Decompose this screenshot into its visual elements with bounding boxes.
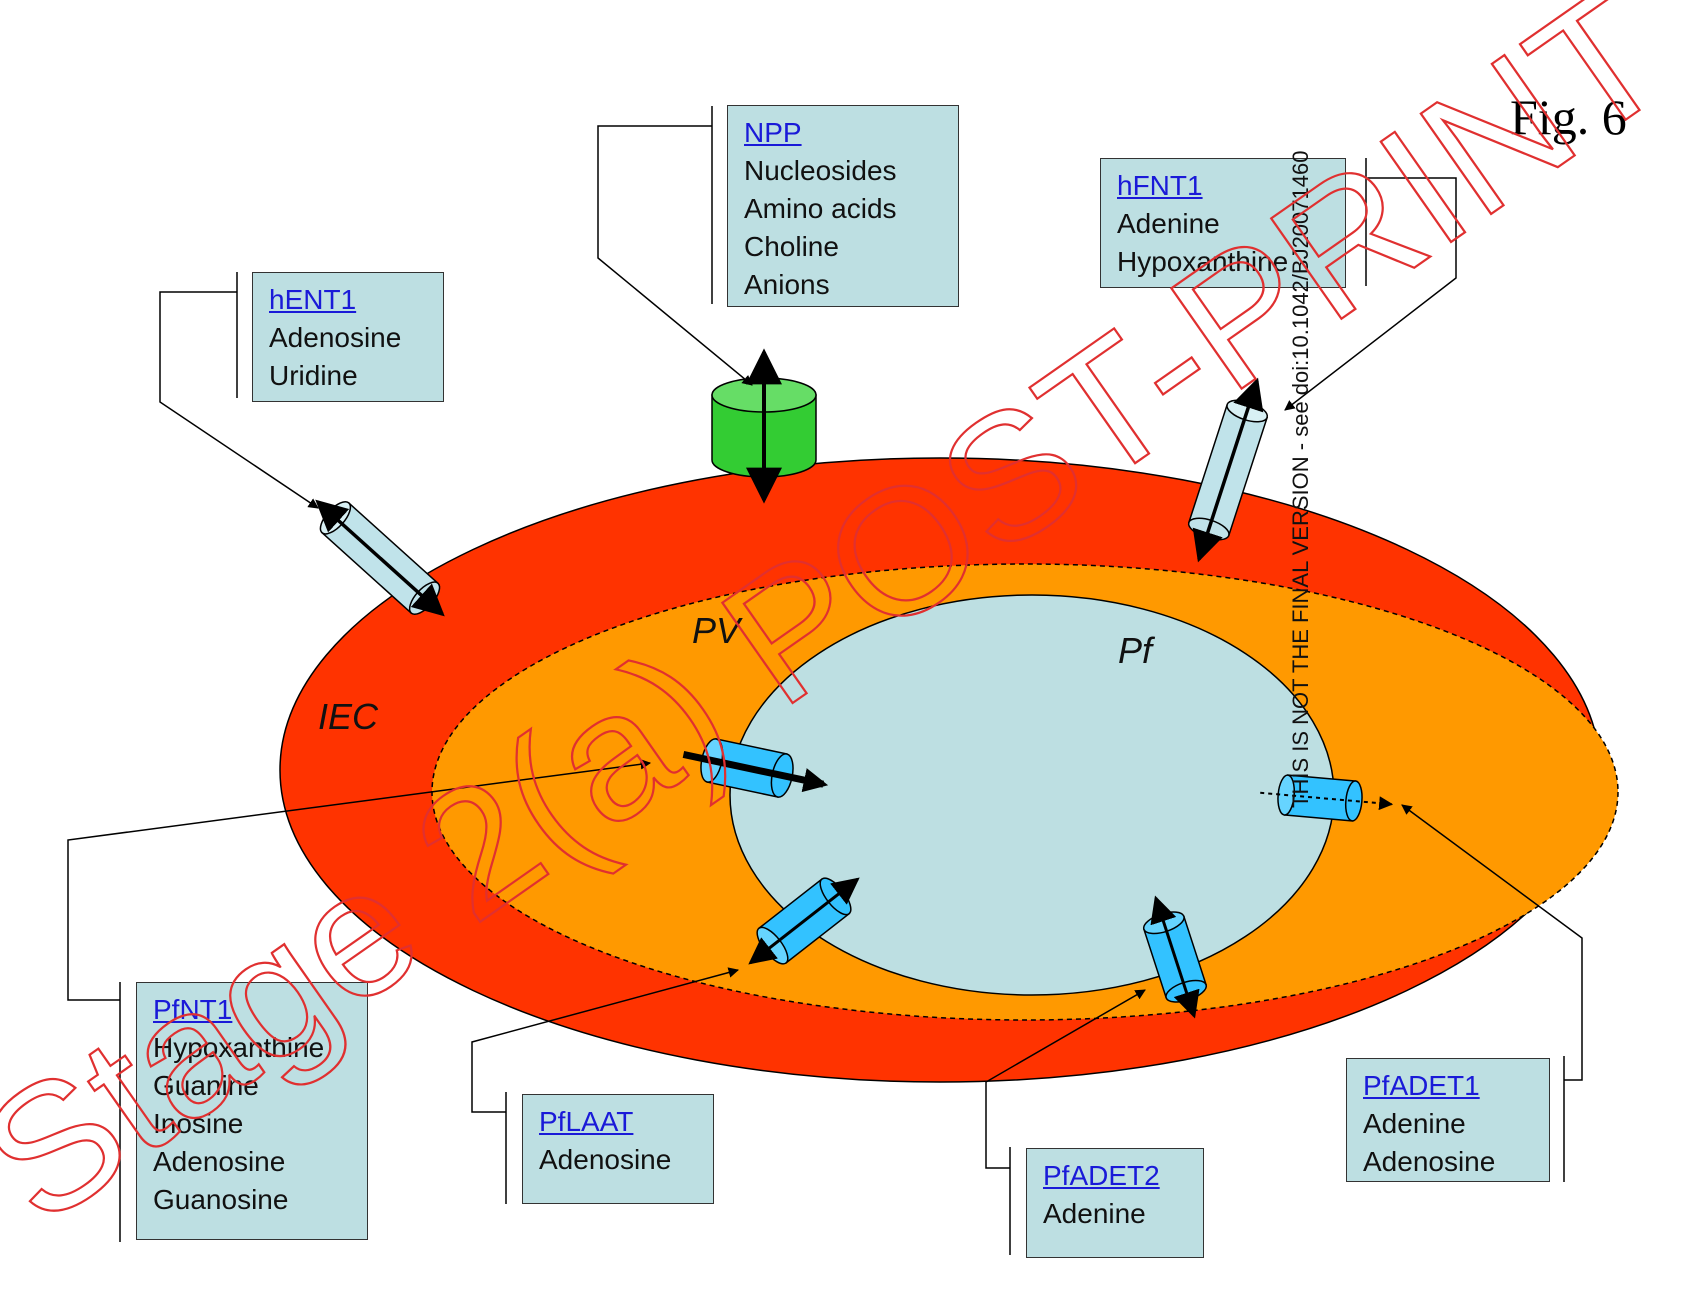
region-label-pf: Pf [1118,630,1153,671]
npp-channel [711,348,817,504]
substrate: Adenosine [153,1146,286,1177]
substrate: Nucleosides [744,155,897,186]
pflaat-label-box: PfLAAT Adenosine [522,1094,714,1204]
substrate: Hypoxanthine [153,1032,325,1063]
hfnt1-channel [1187,377,1269,563]
substrate: Amino acids [744,193,897,224]
substrate: Adenine [1363,1108,1466,1139]
substrate: Guanine [153,1070,259,1101]
substrate: Adenine [1117,208,1220,239]
pflaat-channel [748,877,860,965]
pfadet1-label-box: PfADET1 Adenine Adenosine [1346,1058,1550,1182]
transporter-name: PfNT1 [153,994,233,1025]
substrate: Adenine [1043,1198,1146,1229]
figure-label: Fig. 6 [1510,89,1627,145]
hent1-channel [315,499,445,617]
connector-hent1 [159,272,319,509]
connector-hfnt1 [1284,158,1457,411]
transporter-name: PfADET2 [1043,1160,1160,1191]
pfadet1-channel [1260,774,1394,822]
substrate: Inosine [153,1108,244,1139]
substrate: Adenosine [269,322,402,353]
substrate: Adenosine [1363,1146,1496,1177]
pfnt1-channel [682,738,829,798]
connector-npp [597,106,753,386]
substrate: Anions [744,269,830,300]
transporter-name: NPP [744,117,802,148]
transporter-name: hFNT1 [1117,170,1203,201]
transporter-name: hENT1 [269,284,357,315]
connector-pfadet2 [985,989,1146,1255]
pfadet2-label-box: PfADET2 Adenine [1026,1148,1204,1258]
substrate: Choline [744,231,839,262]
connector-pfnt1 [67,759,652,1242]
connector-pflaat [471,967,740,1204]
substrate: Guanosine [153,1184,289,1215]
region-label-pv: PV [692,610,741,651]
npp-label-box: NPP Nucleosides Amino acids Choline Anio… [727,105,959,307]
substrate: Uridine [269,360,358,391]
pfnt1-label-box: PfNT1 Hypoxanthine Guanine Inosine Adeno… [136,982,368,1240]
hent1-label-box: hENT1 Adenosine Uridine [252,272,444,402]
version-notice: THIS IS NOT THE FINAL VERSION - see doi:… [1288,150,1313,808]
hfnt1-label-box: hFNT1 Adenine Hypoxanthine [1100,158,1346,288]
substrate: Adenosine [539,1144,672,1175]
region-label-iec: IEC [318,696,379,737]
transporter-name: PfADET1 [1363,1070,1480,1101]
transporter-name: PfLAAT [539,1106,634,1137]
pfadet2-channel [1142,895,1208,1019]
substrate: Hypoxanthine [1117,246,1289,277]
connector-pfadet1 [1401,804,1583,1182]
